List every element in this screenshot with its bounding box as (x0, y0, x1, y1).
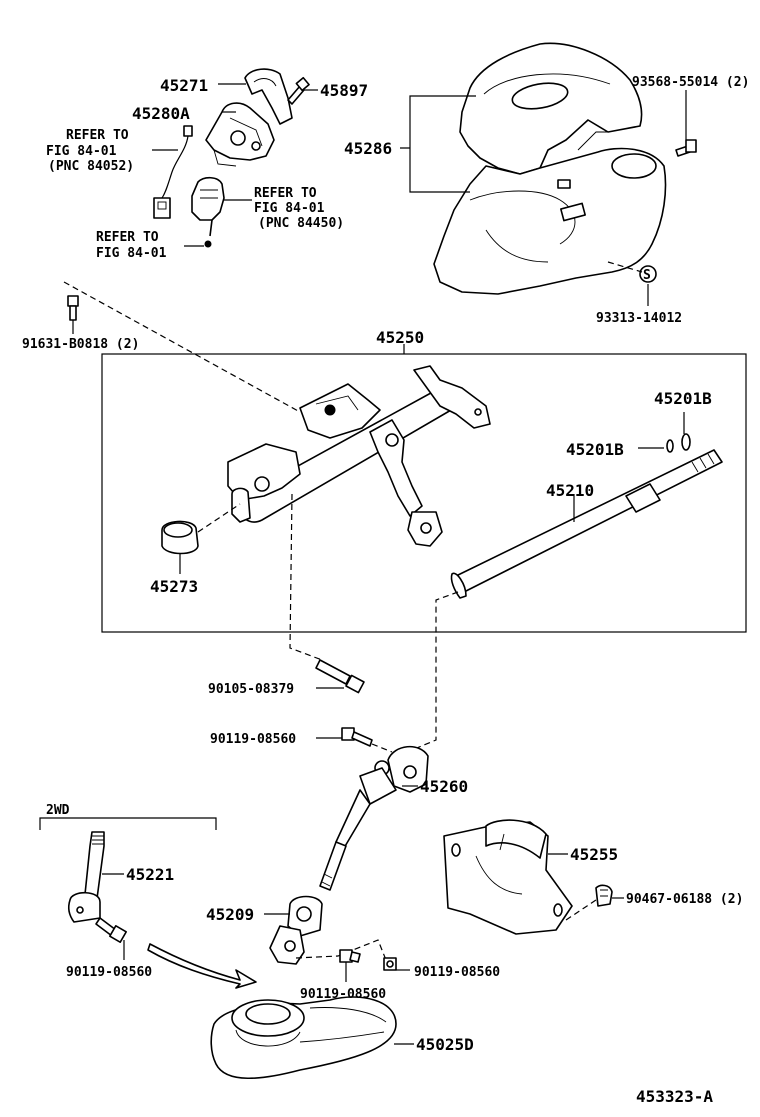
ref1-line3: (PNC 84052) (48, 159, 134, 174)
part-90105-bolt (315, 659, 365, 694)
figure-code: 453323-A (636, 1087, 713, 1106)
label-45250: 45250 (376, 328, 424, 347)
dash-91631-to-column (63, 281, 301, 413)
part-93313-clip: S (639, 265, 657, 283)
svg-text:S: S (643, 268, 651, 283)
ref1-line2: FIG 84-01 (46, 144, 117, 159)
label-90119-d: 90119-08560 (414, 965, 500, 980)
part-45255-column-hole-cover (443, 819, 573, 935)
part-45201B-washer-b (666, 439, 674, 453)
assembly-box-45250 (101, 353, 747, 633)
label-93313: 93313-14012 (596, 311, 682, 326)
label-45273: 45273 (150, 577, 198, 596)
label-45201B-b: 45201B (566, 440, 624, 459)
label-45280A: 45280A (132, 104, 190, 123)
ref3-line1: REFER TO (96, 230, 159, 245)
leader-45286 (400, 95, 476, 193)
dash-shaft-to-joint (411, 591, 459, 751)
dash-90119-a (371, 743, 393, 753)
label-90119-b: 90119-08560 (66, 965, 152, 980)
part-45209-universal-joint (269, 895, 323, 965)
label-91631: 91631-B0818 (2) (22, 337, 139, 352)
label-45025D: 45025D (416, 1035, 474, 1054)
label-45210: 45210 (546, 481, 594, 500)
label-45260: 45260 (420, 777, 468, 796)
part-45273-bushing (161, 520, 199, 555)
part-90467-clip (595, 884, 613, 907)
part-45250-steering-column (227, 365, 491, 547)
part-45280A-bracket (205, 102, 275, 167)
label-45209: 45209 (206, 905, 254, 924)
part-45210-main-shaft (450, 449, 723, 599)
ref2-line2: FIG 84-01 (254, 201, 325, 216)
part-45221-shaft (68, 831, 105, 923)
part-90119-bolt-a (341, 727, 373, 747)
part-90119-bolt-c (339, 949, 361, 963)
part-93568-screw (675, 139, 697, 157)
ref1-line1: REFER TO (66, 128, 129, 143)
label-45201B-a: 45201B (654, 389, 712, 408)
label-90105: 90105-08379 (208, 682, 294, 697)
part-90119-bolt-b (95, 917, 127, 943)
label-45221: 45221 (126, 865, 174, 884)
leader-93313-dash (607, 261, 643, 273)
part-45897-screw (287, 76, 310, 105)
part-91631-bolt (67, 295, 79, 321)
part-90119-bolt-d (383, 957, 397, 971)
part-45271-clamp (244, 68, 293, 125)
dash-45209 (295, 939, 387, 961)
part-45286-column-cover (433, 42, 667, 295)
twowd-bracket (39, 817, 217, 830)
part-switch-body (191, 176, 225, 248)
label-45897: 45897 (320, 81, 368, 100)
ref2-line1: REFER TO (254, 186, 317, 201)
ref3-line2: FIG 84-01 (96, 246, 167, 261)
part-45025D-dust-boot (210, 996, 397, 1080)
label-45286: 45286 (344, 139, 392, 158)
dash-45273 (197, 503, 241, 533)
label-2wd: 2WD (46, 803, 70, 818)
label-45271: 45271 (160, 76, 208, 95)
part-switch-connector (153, 125, 193, 219)
ref2-line3: (PNC 84450) (258, 216, 344, 231)
label-93568: 93568-55014 (2) (632, 75, 749, 90)
dash-column-to-bolt (289, 493, 323, 661)
label-45255: 45255 (570, 845, 618, 864)
label-90119-a: 90119-08560 (210, 732, 296, 747)
part-45260-intermediate-shaft (319, 745, 429, 891)
part-45201B-washer-a (681, 433, 691, 451)
transfer-arrow (147, 943, 257, 989)
dash-90467 (565, 899, 597, 921)
label-90467: 90467-06188 (2) (626, 892, 743, 907)
label-90119-c: 90119-08560 (300, 987, 386, 1002)
